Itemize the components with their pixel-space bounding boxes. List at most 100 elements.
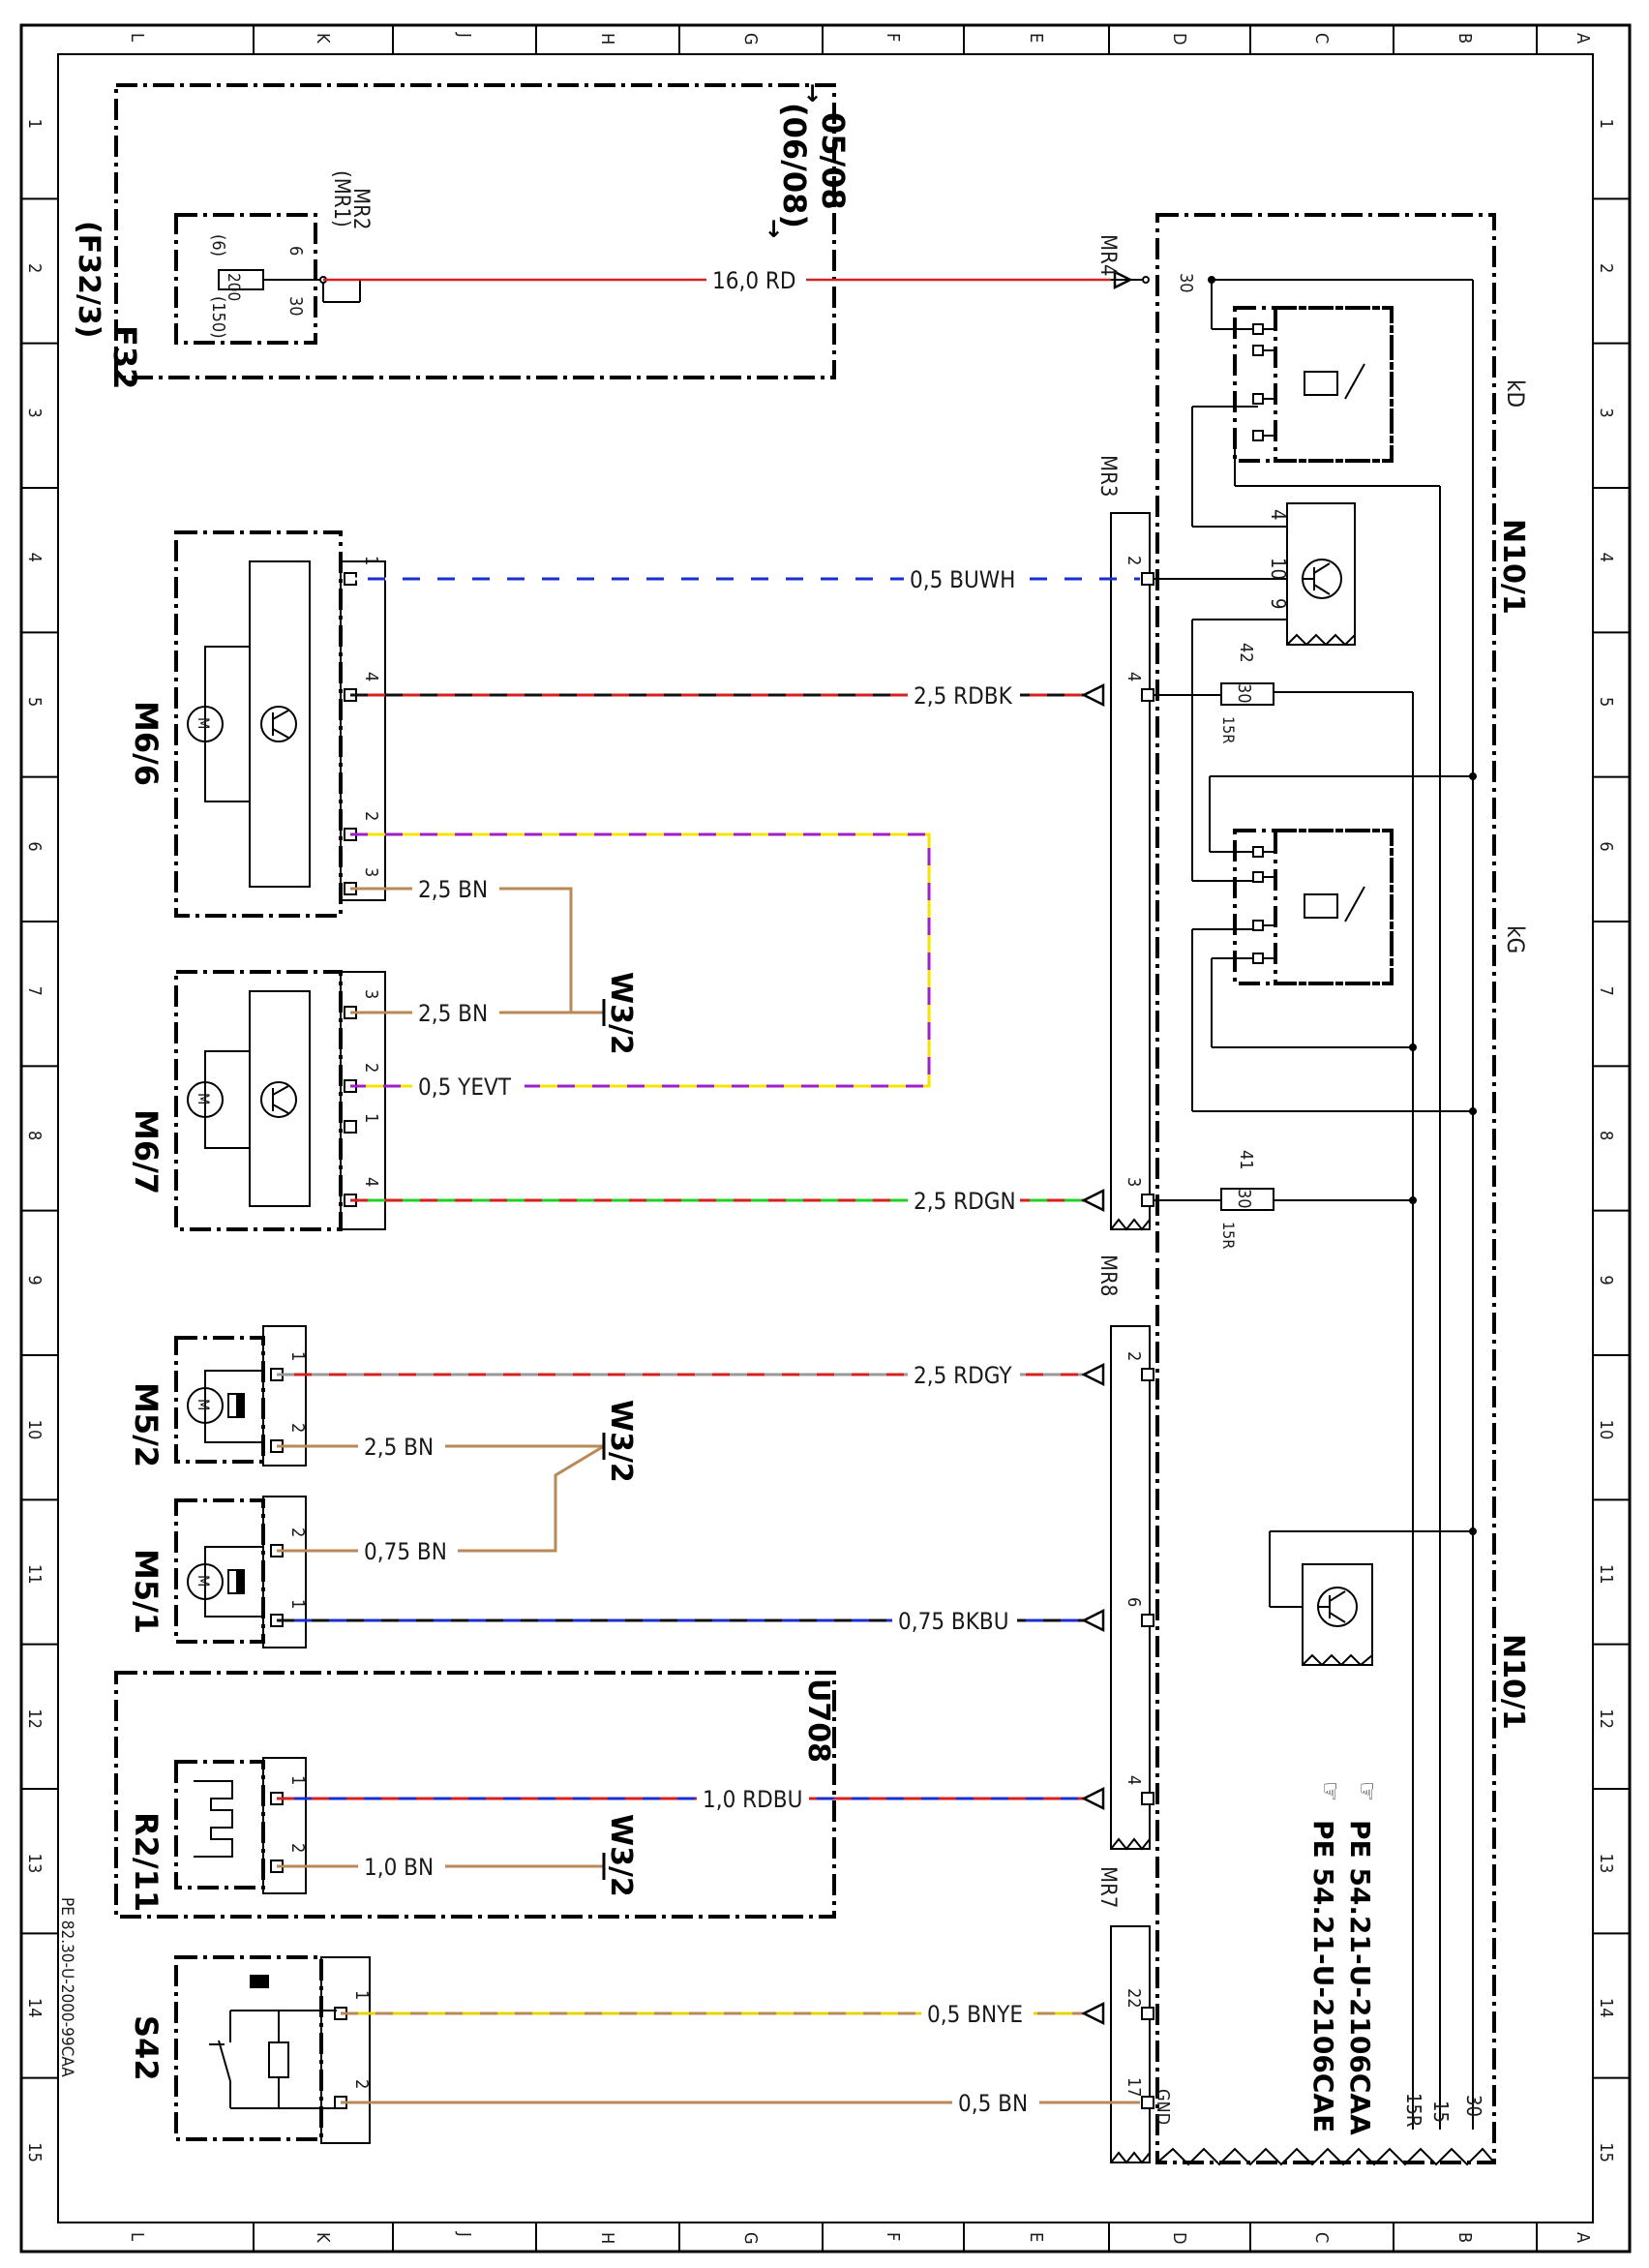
- zone-letter-top: H: [597, 33, 617, 45]
- wire-label-bkbu: 0,75 BKBU: [898, 1608, 1009, 1635]
- switch-contact-icon: [218, 2040, 231, 2082]
- break-mark: [1110, 1218, 1151, 1231]
- motor-m52-icon-letter: M: [195, 1399, 213, 1410]
- reference-2: PE 54.21-U-2106CAE: [1307, 1820, 1339, 2132]
- connector-mr7-housing: [1110, 1925, 1151, 2163]
- pin-n10-42: 42: [1236, 643, 1256, 663]
- module-n10-outline: [1155, 213, 1496, 2164]
- motor-m52-icon: [187, 1387, 224, 1424]
- zone-number-right: 12: [1596, 1709, 1616, 1729]
- pin-r211-2-number: 2: [287, 1843, 308, 1853]
- pin-mr3-3-number: 3: [1124, 1177, 1144, 1187]
- zone-letter-bottom: L: [127, 2232, 147, 2241]
- pin-m66-4-number: 4: [361, 672, 381, 681]
- zone-letter-bottom: C: [1311, 2232, 1332, 2243]
- fuse-id: F32: [106, 325, 143, 389]
- fuse-rating: 200: [224, 273, 243, 301]
- zone-number-right: 2: [1596, 263, 1616, 273]
- transistor-block-lower: [1302, 1563, 1373, 1666]
- pin-mr3-3: [1141, 1194, 1154, 1207]
- connector-mr4-label: MR4: [1095, 234, 1120, 276]
- zone-letter-bottom: B: [1454, 2232, 1475, 2243]
- motor-m67-transistor-icon: [260, 1081, 297, 1118]
- zone-letter-top: D: [1169, 33, 1189, 45]
- wire-bn-4: [277, 1444, 605, 1553]
- pin-mr3-4-number: 4: [1124, 672, 1144, 681]
- ground-w32-label-3: W3/2: [604, 1814, 638, 1897]
- term-30-top: 30: [1176, 273, 1196, 293]
- connector-mr2-label: MR2: [348, 188, 373, 229]
- break-mark: [1286, 633, 1356, 647]
- zone-letter-bottom: H: [597, 2232, 617, 2244]
- connector-mr7-label: MR7: [1095, 1866, 1120, 1908]
- wire-label-buwh: 0,5 BUWH: [910, 566, 1015, 593]
- wire-yevt: [350, 832, 931, 1088]
- motor-m66-transistor-icon: [260, 706, 297, 742]
- inner-frame: [57, 53, 1594, 2223]
- zone-number-left: 11: [24, 1564, 45, 1585]
- fuse-pin-b: 30: [285, 296, 306, 317]
- pin-n10-10: 10: [1267, 558, 1290, 580]
- pin-m51-2-number: 2: [287, 1527, 308, 1537]
- zone-letter-top: L: [127, 33, 147, 42]
- relay-kd-coil: [1304, 371, 1338, 396]
- zone-number-left: 8: [24, 1131, 45, 1140]
- pin-m51-1-number: 1: [287, 1599, 308, 1609]
- fuse-box-outline: [114, 83, 836, 379]
- rail-15r-label: 15R: [1402, 2093, 1425, 2127]
- wire-label-16-rd: 16,0 RD: [712, 267, 796, 294]
- connector-arrow-icon: [1081, 682, 1105, 708]
- pin-s42-1-number: 1: [351, 1990, 372, 2000]
- zone-number-right: 4: [1596, 553, 1616, 562]
- module-n10-label-bottom: N10/1: [1496, 1634, 1530, 1730]
- heater-box-label: U708: [801, 1678, 835, 1763]
- fuse-pin-a-alt: (6): [208, 234, 228, 257]
- zone-number-left: 14: [24, 1998, 45, 2018]
- pin-m67-1: [344, 1120, 357, 1134]
- wire-label-rdgy: 2,5 RDGY: [914, 1362, 1012, 1389]
- pin-m67-2-number: 2: [361, 1063, 381, 1073]
- connector-mr4-arrow: [1113, 269, 1133, 290]
- relay-contact: [1252, 953, 1264, 964]
- zone-number-left: 13: [24, 1854, 45, 1874]
- motor-m51-label: M5/1: [128, 1549, 165, 1634]
- connector-arrow-icon: [1081, 1188, 1105, 1213]
- zone-number-right: 14: [1596, 1998, 1616, 2018]
- gnd-label: GND: [1153, 2089, 1173, 2125]
- pin-m67-4-number: 4: [361, 1177, 381, 1187]
- date-note-2: (06/08): [776, 103, 813, 228]
- wire-label-rdgn: 2,5 RDGN: [914, 1188, 1016, 1215]
- connector-mr3-housing: [1110, 512, 1151, 1230]
- zone-letter-top: F: [883, 33, 903, 42]
- relay-contact: [1252, 323, 1264, 335]
- fuse42-15r: 15R: [1219, 716, 1238, 743]
- pin-mr8-4-number: 4: [1124, 1775, 1144, 1785]
- connector-arrow-icon: [1081, 1362, 1105, 1387]
- zone-number-left: 9: [24, 1275, 45, 1285]
- reference-1: PE 54.21-U-2106CAA: [1344, 1820, 1376, 2135]
- switch-s42-outline: [174, 1955, 323, 2141]
- pin-mr7-22: [1141, 2007, 1154, 2020]
- zone-number-right: 6: [1596, 841, 1616, 851]
- motor-m51-icon: [187, 1563, 224, 1600]
- pin-n10-9: 9: [1267, 598, 1290, 609]
- pin-mr8-6: [1141, 1614, 1154, 1627]
- zone-number-right: 3: [1596, 408, 1616, 417]
- zone-number-left: 15: [24, 2142, 45, 2162]
- connector-arrow-icon: [1081, 1608, 1105, 1633]
- wire-label-rdbu: 1,0 RDBU: [703, 1786, 802, 1813]
- break-mark: [1110, 2151, 1151, 2164]
- zone-letter-bottom: A: [1573, 2232, 1593, 2243]
- motor-m66-outline: [174, 530, 343, 918]
- relay-contact: [1252, 871, 1264, 883]
- relay-kd-label: kD: [1502, 379, 1529, 408]
- wire-label-bn-6: 0,5 BN: [958, 2090, 1028, 2117]
- heater-element-icon: [194, 1780, 233, 1858]
- motor-m66-icon-letter: M: [195, 717, 213, 729]
- motor-m52-label: M5/2: [128, 1382, 165, 1467]
- motor-m67-icon-letter: M: [195, 1093, 213, 1104]
- connector-mr1-label: (MR1): [329, 170, 353, 227]
- zone-number-left: 2: [24, 263, 45, 273]
- heater-box-u708: [114, 1671, 836, 1919]
